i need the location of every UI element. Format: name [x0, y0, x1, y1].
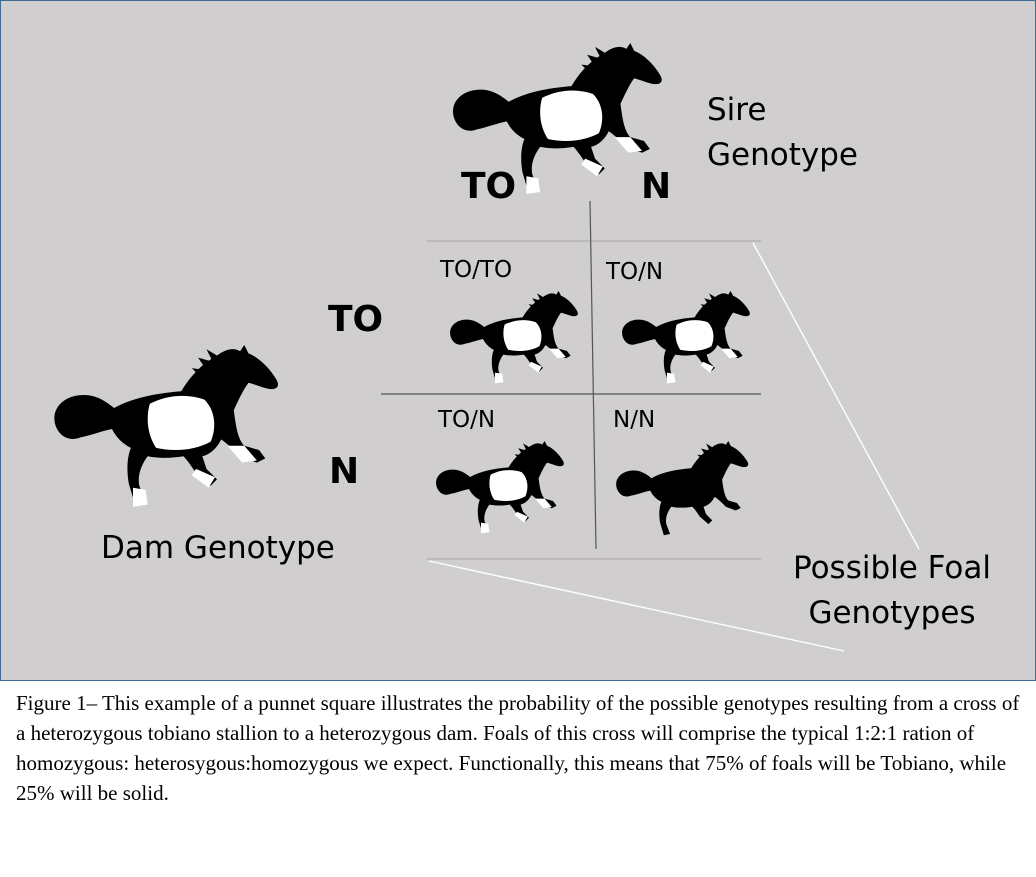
- punnett-lines: [54, 43, 920, 652]
- bracket-line-lower: [428, 560, 845, 652]
- offspring-genotype-to-n-bottom: TO/N: [438, 407, 496, 433]
- dam-allele-n: N: [329, 451, 360, 492]
- figure-caption: Figure 1– This example of a punnet squar…: [16, 691, 1020, 805]
- possible-foal-genotypes-label: Possible Foal Genotypes: [793, 550, 991, 631]
- foal-to-n-top-horse-icon: [622, 291, 750, 384]
- dam-genotype-label: Dam Genotype: [101, 530, 335, 566]
- diagram-panel: TO N TO N TO/TO TO/N TO/N N/N Sire Genot…: [0, 0, 1036, 681]
- dam-allele-to: TO: [328, 299, 384, 340]
- sire-allele-to: TO: [461, 166, 517, 207]
- sire-allele-n: N: [641, 166, 672, 207]
- offspring-genotype-n-n: N/N: [613, 407, 656, 433]
- foal-to-n-bottom-horse-icon: [436, 441, 564, 534]
- grid-vertical-divider: [589, 200, 597, 550]
- offspring-genotype-to-to: TO/TO: [440, 257, 513, 283]
- foal-n-n-horse-icon: [616, 441, 749, 536]
- sire-genotype-label: Sire Genotype: [707, 92, 858, 173]
- bracket-line-upper: [752, 242, 920, 550]
- foal-to-to-horse-icon: [450, 291, 578, 384]
- dam-horse-icon: [54, 345, 278, 507]
- offspring-genotype-to-n-top: TO/N: [606, 259, 664, 285]
